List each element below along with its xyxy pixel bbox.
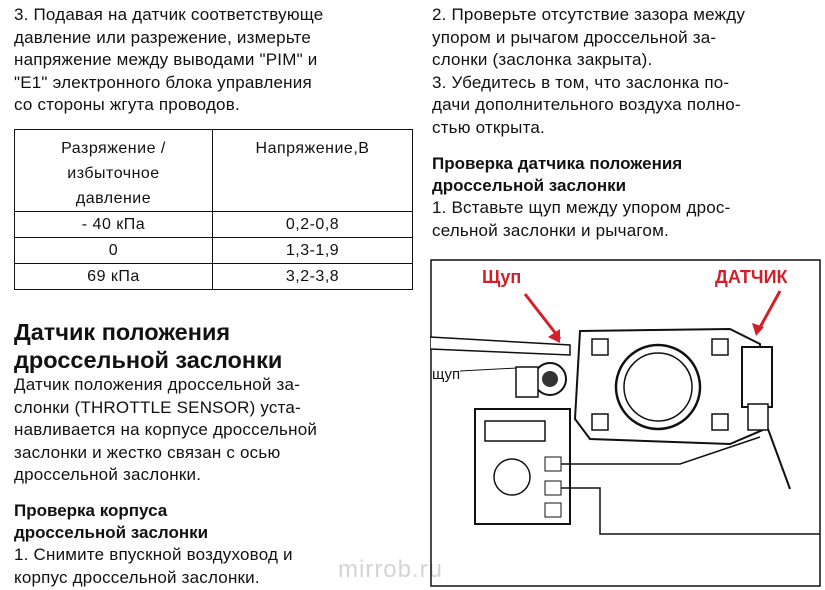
table-header-row: Разряжение / избыточное давление Напряже… — [14, 129, 413, 212]
mount-boss — [711, 413, 729, 431]
probe-tip — [767, 428, 791, 490]
right-column: 2. Проверьте отсутствие зазора между упо… — [432, 4, 817, 242]
test-lead — [561, 436, 761, 465]
mount-boss — [591, 338, 609, 356]
throttle-body-drawing — [430, 259, 821, 587]
lever-bracket — [515, 366, 539, 398]
sensor-label: ДАТЧИК — [715, 267, 788, 287]
step-3-right-text: 3. Убедитесь в том, что заслонка по- дач… — [432, 72, 817, 140]
section-heading: Датчик положения дроссельной заслонки — [14, 318, 414, 374]
table-header-voltage: Напряжение,В — [212, 129, 413, 212]
probe-arrow-line — [523, 293, 562, 340]
table-row: - 40 кПа 0,2-0,8 — [14, 211, 413, 238]
text-line: дроссельной заслонки. — [14, 465, 202, 484]
text-line: навливается на корпусе дроссельной — [14, 420, 318, 439]
terminal — [544, 480, 562, 496]
table-cell: 3,2-3,8 — [212, 263, 413, 290]
table-cell: 69 кПа — [14, 263, 213, 290]
text-line: Датчик положения дроссельной за- — [14, 375, 301, 394]
step-3-text: 3. Подавая на датчик соответствующе давл… — [14, 4, 412, 117]
table-row: 69 кПа 3,2-3,8 — [14, 263, 413, 290]
text-line: 3. Подавая на датчик соответствующе — [14, 5, 324, 24]
probe-rod — [430, 336, 571, 356]
text-line: слонки (THROTTLE SENSOR) уста- — [14, 397, 301, 417]
table-cell: 0,2-0,8 — [212, 211, 413, 238]
text-line: слонки (заслонка закрыта). — [432, 50, 653, 69]
text-line: 3. Убедитесь в том, что заслонка по- — [432, 72, 730, 92]
step-1-right-text: 1. Вставьте щуп между упором дрос- сельн… — [432, 197, 817, 242]
left-column: 3. Подавая на датчик соответствующе давл… — [14, 4, 412, 117]
check-body-block: Проверка корпуса дроссельной заслонки 1.… — [14, 500, 412, 589]
text-line: напряжение между выводами "PIM" и — [14, 50, 318, 69]
header-line: избыточное — [67, 165, 160, 182]
mount-boss — [591, 413, 609, 431]
multimeter-display — [484, 420, 546, 442]
intro-text: Датчик положения дроссельной за- слонки … — [14, 374, 412, 487]
text-line: заслонки и жестко связан с осью — [14, 442, 281, 462]
arrow-head — [752, 323, 764, 336]
figure-frame — [430, 259, 821, 587]
sensor-connector — [747, 403, 769, 431]
text-line: 1. Снимите впускной воздуховод и — [14, 545, 293, 564]
pressure-voltage-table: Разряжение / избыточное давление Напряже… — [14, 129, 413, 290]
probe-small-label: щуп — [432, 366, 461, 383]
table-cell: 0 — [14, 237, 213, 264]
text-line: упором и рычагом дроссельной за- — [432, 27, 717, 47]
lever-hub — [542, 371, 558, 387]
text-line: дачи дополнительного воздуха полно- — [432, 95, 741, 114]
text-line: со стороны жгута проводов. — [14, 95, 240, 114]
terminal — [544, 502, 562, 518]
subheading-line: Проверка корпуса — [14, 501, 168, 520]
text-line: 2. Проверьте отсутствие зазора между — [432, 5, 746, 24]
subheading-line: дроссельной заслонки — [432, 176, 627, 195]
arrow-head — [548, 329, 560, 343]
header-line: давление — [75, 190, 152, 207]
heading-line: Датчик положения — [14, 319, 231, 345]
table-row: 0 1,3-1,9 — [14, 237, 413, 264]
table-header-pressure: Разряжение / избыточное давление — [14, 129, 213, 212]
table-cell: - 40 кПа — [14, 211, 213, 238]
step-1-text: 1. Снимите впускной воздуховод и корпус … — [14, 544, 412, 589]
text-line: "E1" электронного блока управления — [14, 72, 312, 92]
sensor-arrow-line — [756, 290, 782, 332]
subheading: Проверка корпуса дроссельной заслонки — [14, 500, 412, 544]
test-lead — [561, 487, 820, 535]
subheading: Проверка датчика положения дроссельной з… — [432, 153, 817, 197]
throttle-bore-inner — [623, 352, 693, 422]
terminal — [544, 456, 562, 472]
multimeter-dial — [493, 458, 531, 496]
text-line: 1. Вставьте щуп между упором дрос- — [432, 198, 731, 217]
watermark: mirrob.ru — [338, 556, 444, 583]
sensor-body — [741, 346, 773, 408]
probe-label: Щуп — [482, 267, 522, 287]
text-line: корпус дроссельной заслонки. — [14, 567, 260, 587]
throttle-sensor-figure: Щуп ДАТЧИК щуп — [430, 259, 822, 588]
subheading-line: Проверка датчика положения — [432, 154, 683, 173]
text-line: давление или разрежение, измерьте — [14, 27, 311, 47]
table-cell: 1,3-1,9 — [212, 237, 413, 264]
text-line: стью открыта. — [432, 117, 545, 137]
intro-block: Датчик положения дроссельной за- слонки … — [14, 374, 412, 487]
subheading-line: дроссельной заслонки — [14, 523, 209, 542]
step-2-text: 2. Проверьте отсутствие зазора между упо… — [432, 4, 817, 72]
mount-boss — [711, 338, 729, 356]
header-line: Разряжение / — [61, 140, 166, 157]
heading-line: дроссельной заслонки — [14, 347, 283, 373]
text-line: сельной заслонки и рычагом. — [432, 220, 669, 240]
